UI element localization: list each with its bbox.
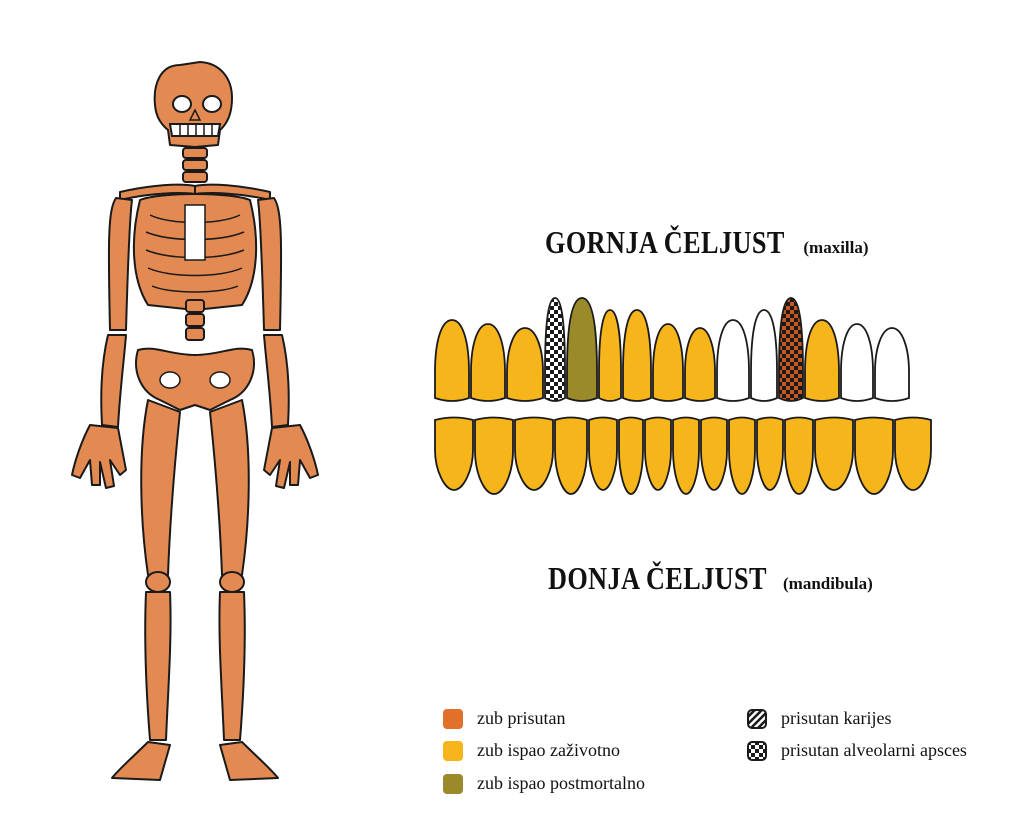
lower-tooth [729,418,755,495]
upper-tooth [623,310,651,401]
lower-jaw-title-main: DONJA ČELJUST [548,560,767,597]
upper-tooth [685,328,715,401]
upper-tooth [805,320,839,401]
lower-jaw-title: DONJA ČELJUST (mandibula) [548,560,873,597]
upper-tooth [875,328,909,401]
upper-tooth [751,310,777,401]
upper-tooth [545,298,565,401]
upper-tooth [507,328,543,401]
upper-tooth [779,298,803,401]
lower-tooth [619,418,643,495]
legend-item-lost-antemortem: zub ispao zaživotno [443,740,620,761]
swatch-abscess [747,741,767,761]
lower-tooth [757,418,783,491]
lower-tooth [515,418,553,491]
swatch-lost-postmortem [443,774,463,794]
lower-tooth [673,418,699,495]
lower-tooth [785,418,813,495]
lower-tooth [589,418,617,491]
upper-tooth [599,310,621,401]
upper-jaw-title-main: GORNJA ČELJUST [545,224,785,261]
lower-tooth [435,418,473,491]
dental-chart [430,290,990,510]
legend-label-caries: prisutan karijes [781,708,891,729]
skeleton-illustration [20,0,380,822]
swatch-lost-antemortem [443,741,463,761]
upper-tooth [841,324,873,401]
upper-jaw-title-sub: (maxilla) [803,238,868,257]
upper-jaw-title: GORNJA ČELJUST (maxilla) [545,224,869,261]
lower-tooth [895,418,931,491]
lower-tooth [701,418,727,491]
upper-tooth [471,324,505,401]
lower-tooth [815,418,853,491]
legend-label-abscess: prisutan alveolarni apsces [781,740,967,761]
upper-tooth [567,298,597,401]
lower-jaw-title-sub: (mandibula) [783,574,873,593]
swatch-caries [747,709,767,729]
lower-tooth [555,418,587,495]
lower-tooth [645,418,671,491]
legend-item-caries: prisutan karijes [747,708,891,729]
lower-tooth [475,418,513,495]
legend-label-lost-postmortem: zub ispao postmortalno [477,773,645,794]
pelvis [136,349,254,410]
upper-tooth [435,320,469,401]
legend-label-lost-antemortem: zub ispao zaživotno [477,740,620,761]
legend-item-present: zub prisutan [443,708,565,729]
legend-item-abscess: prisutan alveolarni apsces [747,740,967,761]
swatch-present [443,709,463,729]
upper-tooth [653,324,683,401]
upper-tooth [717,320,749,401]
lower-tooth [855,418,893,495]
legend-label-present: zub prisutan [477,708,565,729]
legend-item-lost-postmortem: zub ispao postmortalno [443,773,645,794]
